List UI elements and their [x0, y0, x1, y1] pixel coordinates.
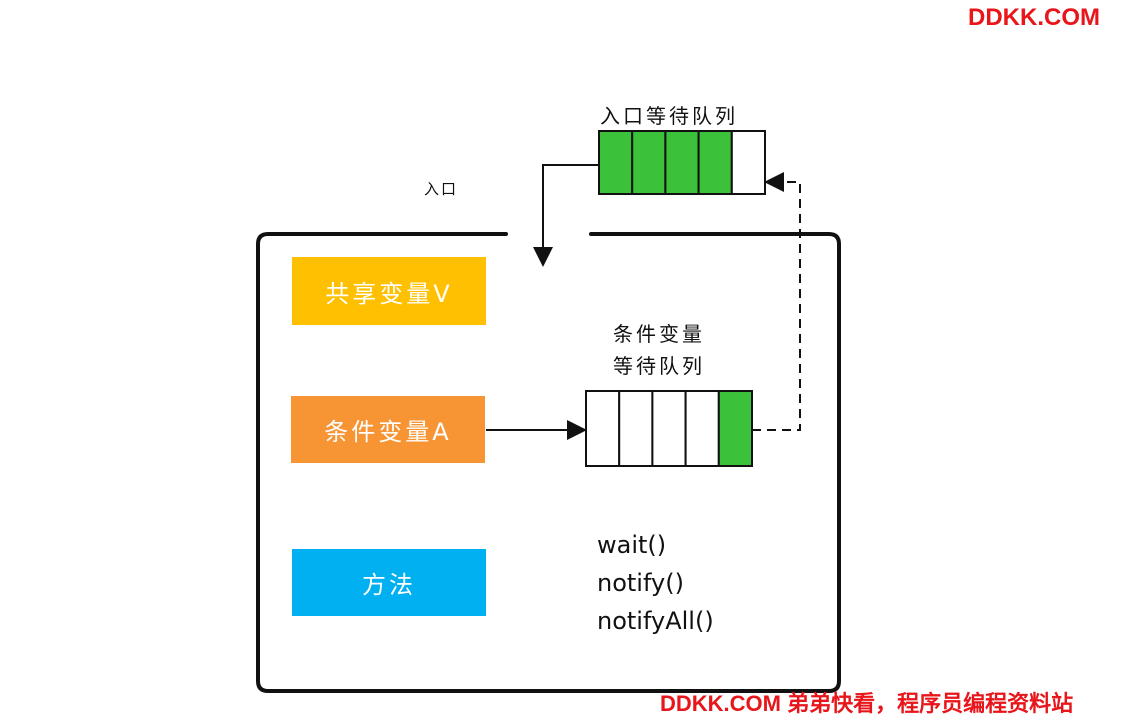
condition-queue-title: 条件变量 等待队列	[613, 318, 705, 382]
queue-slot-empty	[651, 390, 687, 467]
queue-slot-filled	[598, 130, 634, 195]
shared-variable-box: 共享变量V	[292, 257, 486, 325]
methods-label: 方法	[362, 571, 416, 599]
condition-queue-title-line2: 等待队列	[613, 354, 705, 378]
condition-variable-box: 条件变量A	[291, 396, 485, 463]
shared-variable-label: 共享变量V	[325, 279, 453, 308]
queue-slot-empty	[618, 390, 654, 467]
entry-queue	[598, 130, 766, 195]
watermark-top: DDKK.COM	[968, 4, 1100, 31]
method-notify: notify()	[597, 569, 684, 597]
entry-queue-title: 入口等待队列	[600, 104, 738, 128]
entry-arrow	[533, 164, 598, 267]
queue-slot-empty	[684, 390, 720, 467]
condition-variable-label: 条件变量A	[324, 418, 452, 446]
monitor-outline	[256, 232, 841, 693]
notify-dashed-arrow	[752, 172, 801, 431]
watermark-bottom: DDKK.COM 弟弟快看，程序员编程资料站	[660, 691, 1074, 716]
queue-slot-filled	[717, 390, 753, 467]
queue-slot-empty	[730, 130, 766, 195]
methods-box: 方法	[292, 549, 486, 616]
queue-slot-filled	[631, 130, 667, 195]
queue-slot-filled	[697, 130, 733, 195]
method-notify-all: notifyAll()	[597, 607, 714, 635]
method-list: wait() notify() notifyAll()	[597, 526, 714, 640]
method-wait: wait()	[597, 531, 667, 559]
queue-slot-filled	[664, 130, 700, 195]
condition-queue-title-line1: 条件变量	[613, 322, 705, 346]
queue-slot-empty	[585, 390, 621, 467]
condition-queue	[585, 390, 753, 467]
entry-label: 入口	[424, 180, 459, 198]
